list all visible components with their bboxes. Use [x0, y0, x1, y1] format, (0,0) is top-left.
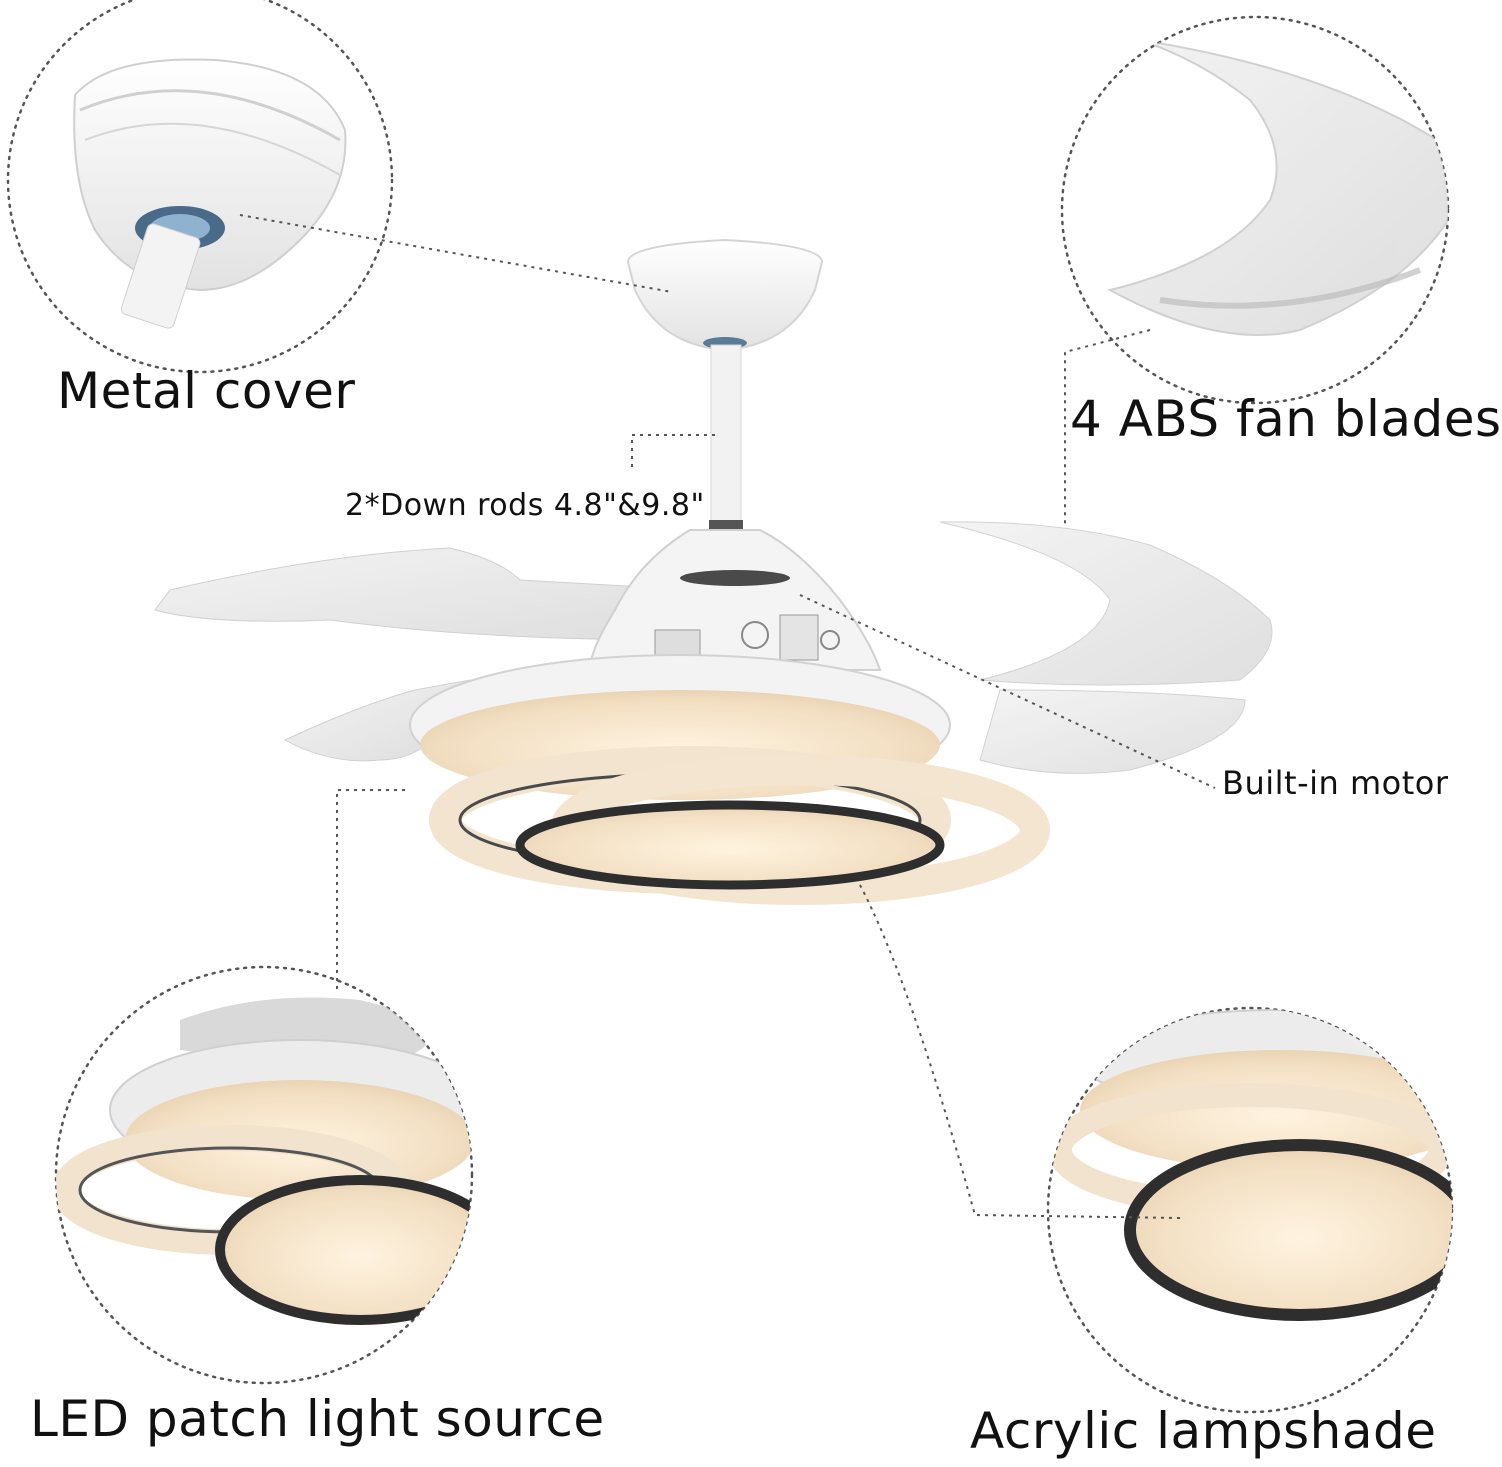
down-rods-label: 2*Down rods 4.8"&9.8" — [345, 488, 705, 523]
leader-lampshade — [859, 884, 1181, 1219]
fan-blade-detail-circle — [1060, 15, 1450, 405]
lampshade-label: Acrylic lampshade — [970, 1402, 1437, 1460]
motor-label: Built-in motor — [1222, 764, 1449, 802]
led-source-label: LED patch light source — [30, 1390, 605, 1448]
leader-metal-cover — [239, 214, 673, 293]
leader-down-rods — [631, 434, 720, 467]
metal-cover-detail-circle — [6, 0, 394, 374]
led-source-detail-circle — [54, 965, 474, 1385]
leader-led — [336, 789, 405, 990]
lampshade-detail-circle — [1046, 1006, 1454, 1414]
ceiling-fan — [154, 238, 1273, 905]
metal-cover-label: Metal cover — [57, 362, 356, 420]
fan-blades-label: 4 ABS fan blades — [1070, 390, 1502, 448]
leader-lines — [239, 214, 1216, 1219]
